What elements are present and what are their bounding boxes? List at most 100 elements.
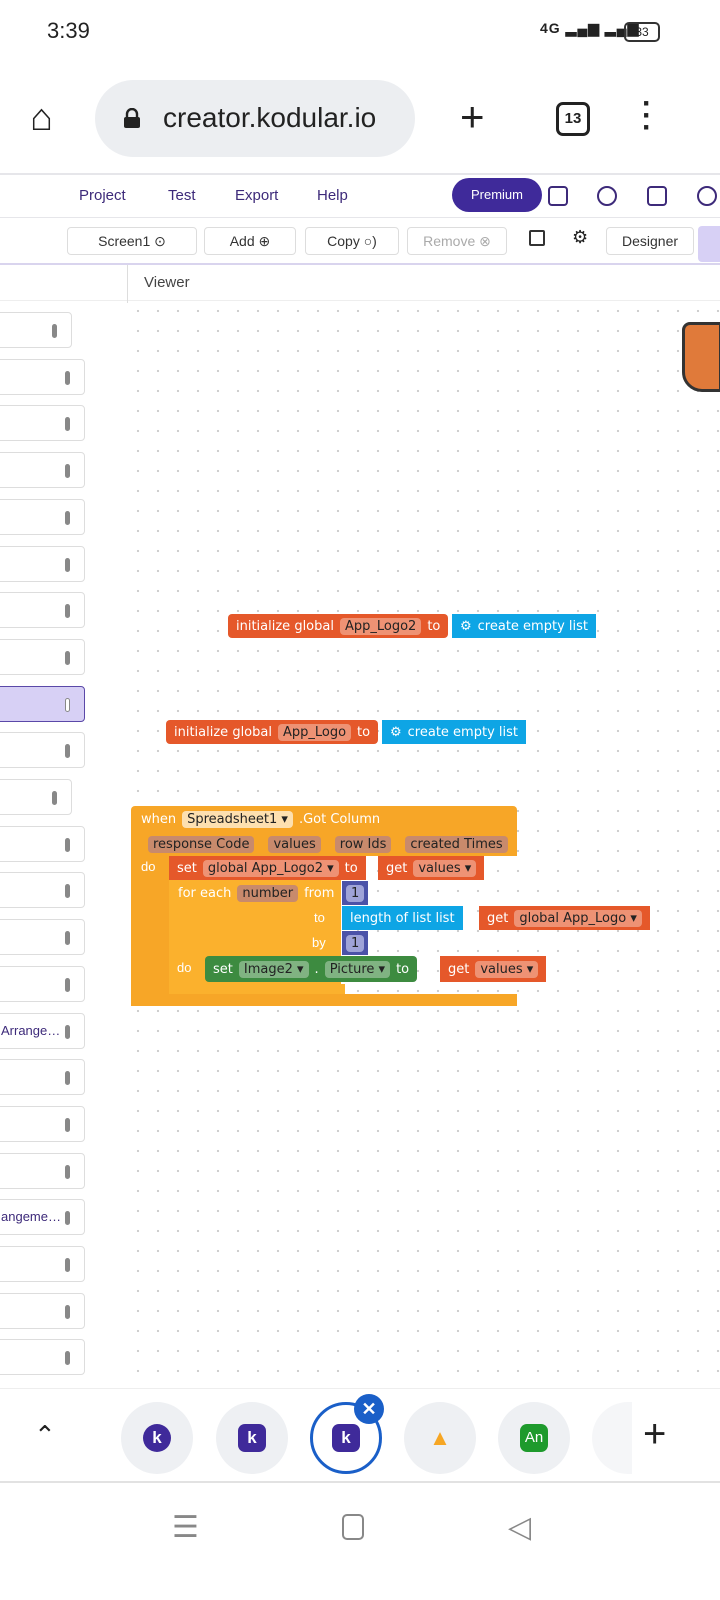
starred-folder-icon[interactable] [548,186,568,206]
add-screen-button[interactable]: Add ⊕ [204,227,296,255]
screen-selector[interactable]: Screen1 ⊙ [67,227,197,255]
more-menu-icon[interactable]: ··· [642,87,652,144]
drag-handle-icon[interactable] [65,370,70,385]
component-item[interactable] [0,825,85,862]
component-item[interactable] [0,358,85,395]
drag-handle-icon[interactable] [65,1071,70,1086]
gear-icon[interactable]: ⚙ [460,618,472,634]
component-item[interactable] [0,1059,85,1096]
gear-icon[interactable]: ⚙ [390,724,402,740]
account-icon[interactable] [697,186,717,206]
tab-kodular-1[interactable]: k [121,1402,193,1474]
component-item[interactable] [0,732,85,769]
menu-help[interactable]: Help [317,187,348,204]
recents-button[interactable]: ☰ [172,1511,199,1544]
var-name-field[interactable]: App_Logo [277,723,352,741]
drag-handle-icon[interactable] [65,1117,70,1132]
component-item[interactable] [0,1152,85,1189]
number-block[interactable]: 1 [342,931,369,955]
create-empty-list-block[interactable]: ⚙create empty list [452,614,596,638]
drag-handle-icon[interactable] [65,604,70,619]
component-item[interactable] [0,1292,85,1329]
var-name-field[interactable]: App_Logo2 [339,617,422,635]
component-dropdown[interactable]: Spreadsheet1 ▾ [182,810,293,828]
gallery-icon[interactable] [529,230,545,246]
drag-handle-icon[interactable] [65,884,70,899]
component-dropdown[interactable]: Image2 ▾ [238,960,309,978]
home-nav-button[interactable] [342,1514,364,1540]
drag-handle-icon[interactable] [65,464,70,479]
new-tab-button[interactable]: + [460,93,485,140]
tab-kodular-2[interactable]: k [216,1402,288,1474]
param[interactable]: created Times [405,835,508,853]
component-item[interactable] [0,779,72,815]
drag-handle-icon[interactable] [65,557,70,572]
component-item[interactable] [0,498,85,535]
component-item[interactable] [0,545,85,582]
param[interactable]: row Ids [334,835,392,853]
param[interactable]: response Code [148,835,255,853]
premium-button[interactable]: Premium [452,178,542,212]
drag-handle-icon[interactable] [65,510,70,525]
address-bar[interactable]: creator.kodular.io [95,80,415,157]
drag-handle-icon[interactable] [65,1304,70,1319]
home-button[interactable]: ⌂ [30,97,53,139]
drag-handle-icon[interactable] [65,1258,70,1272]
component-item[interactable] [0,1246,85,1282]
drag-handle-icon[interactable] [52,791,57,805]
set-component-property-block[interactable]: set Image2 ▾ . Picture ▾ to [205,956,418,982]
component-item[interactable] [0,1339,85,1376]
var-dropdown[interactable]: values ▾ [475,960,539,978]
component-item[interactable]: angeme… [0,1199,85,1236]
drag-handle-icon[interactable] [52,324,57,338]
length-of-list-block[interactable]: length of list list [342,906,463,930]
remove-screen-button[interactable]: Remove ⊗ [407,227,507,255]
back-button[interactable]: ◁ [508,1511,532,1544]
param[interactable]: values [268,835,321,853]
var-dropdown[interactable]: global App_Logo ▾ [514,909,642,927]
drag-handle-icon[interactable] [65,744,70,759]
component-item[interactable]: Arrange… [0,1012,85,1049]
docs-icon[interactable] [647,186,667,206]
tab-switcher-button[interactable]: 13 [556,102,590,136]
var-dropdown[interactable]: global App_Logo2 ▾ [202,859,339,877]
drag-handle-icon[interactable] [65,650,70,665]
drag-handle-icon[interactable] [65,1351,70,1366]
close-tab-icon[interactable]: ✕ [354,1394,384,1424]
component-item[interactable] [0,592,85,629]
menu-project[interactable]: Project [79,187,126,204]
designer-button[interactable]: Designer [606,227,694,255]
drag-handle-icon[interactable] [65,931,70,946]
settings-icon[interactable]: ⚙ [572,227,589,247]
number-block[interactable]: 1 [342,881,369,905]
theme-icon[interactable] [597,186,617,206]
component-item[interactable] [0,638,85,675]
loop-var[interactable]: number [237,884,299,902]
property-dropdown[interactable]: Picture ▾ [324,960,391,978]
menu-export[interactable]: Export [235,187,279,204]
drag-handle-icon[interactable] [65,837,70,852]
menu-test[interactable]: Test [168,187,196,204]
component-item[interactable] [0,452,85,489]
component-item[interactable] [0,312,72,348]
blocks-button[interactable] [698,226,720,262]
tab-an[interactable]: An [498,1402,570,1474]
backpack-icon[interactable] [682,322,720,392]
var-dropdown[interactable]: values ▾ [413,859,477,877]
drag-handle-icon[interactable] [65,417,70,432]
drag-handle-icon[interactable] [65,977,70,992]
component-item[interactable] [0,1105,85,1142]
new-tab-icon[interactable]: + [643,1412,667,1456]
create-empty-list-block[interactable]: ⚙create empty list [382,720,526,744]
component-item[interactable] [0,405,85,442]
copy-screen-button[interactable]: Copy ○) [305,227,399,255]
component-item[interactable] [0,965,85,1002]
tab-firebase[interactable]: ▲ [404,1402,476,1474]
drag-handle-icon[interactable] [65,1211,70,1226]
